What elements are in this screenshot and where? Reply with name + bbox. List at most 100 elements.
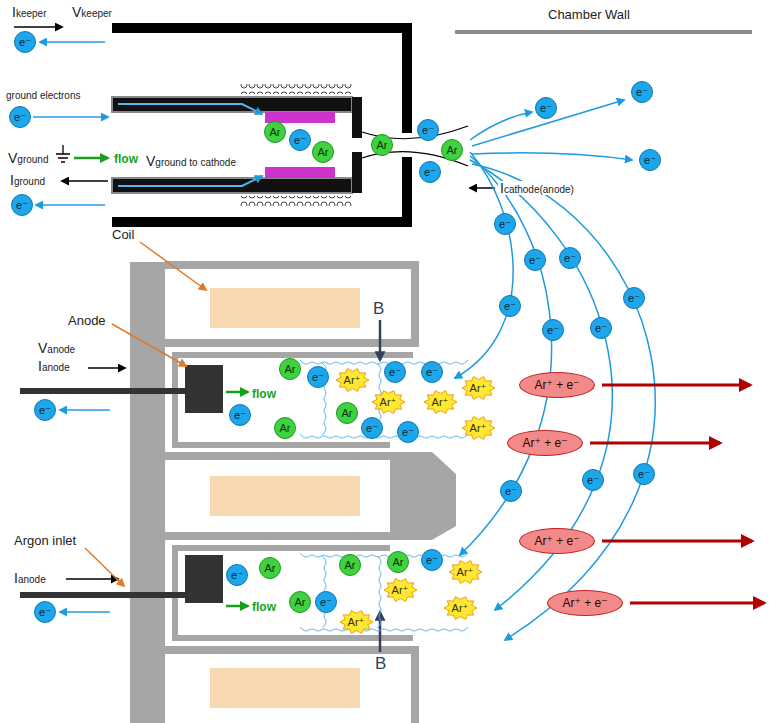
electron-circle: e⁻	[9, 106, 31, 128]
particle-label: e⁻	[636, 87, 648, 98]
particle-label: Ar⁺	[392, 585, 409, 596]
electron-arrow	[40, 41, 105, 43]
ion-beam-arrow	[590, 442, 720, 445]
flow-arrow	[226, 605, 248, 608]
burst-shape	[340, 611, 373, 634]
particle-label: e⁻	[426, 555, 438, 566]
current-arrow	[88, 367, 125, 369]
ion-electron-pair: Ar⁺ + e⁻	[519, 372, 595, 398]
ion-beam-arrow	[590, 385, 764, 603]
flow-label: flow	[252, 598, 276, 614]
hollow-cathode	[352, 97, 362, 138]
particle-label: e⁻	[320, 597, 332, 608]
particle-label: e⁻	[402, 427, 414, 438]
thruster-body	[165, 265, 415, 343]
argon-ion-burst: Ar⁺	[448, 559, 483, 585]
leader-line	[112, 324, 186, 366]
ion-electron-pair: Ar⁺ + e⁻	[547, 590, 623, 616]
flow-arrow	[226, 391, 248, 394]
plasma-boundary	[300, 360, 468, 631]
electron-circle: e⁻	[421, 549, 443, 571]
voltage-label: Vground	[8, 151, 48, 165]
plasma-boundary	[300, 553, 468, 557]
argon-ion-burst: Ar⁺	[423, 389, 458, 415]
particle-label: e⁻	[587, 475, 599, 486]
leader-line	[140, 242, 206, 290]
electron-circle: e⁻	[226, 564, 248, 586]
current-arrow	[62, 180, 108, 182]
current-label: Ikeeper	[12, 5, 46, 19]
current-arrow	[14, 27, 495, 579]
current-arrow	[66, 578, 118, 580]
electron-arrow	[118, 104, 262, 114]
current-label: Iground	[10, 172, 45, 188]
chamber-wall	[455, 30, 752, 34]
burst-shape	[449, 561, 482, 584]
particle-label: e⁻	[499, 219, 511, 230]
argon-atom: Ar	[312, 141, 334, 163]
voltage-label: Vanode	[38, 340, 75, 356]
hollow-cathode	[112, 28, 468, 222]
thruster-body	[165, 650, 415, 723]
argon-atom: Ar	[264, 121, 286, 143]
particle-label: Ar	[318, 147, 329, 158]
argon-ion-burst: Ar⁺	[461, 375, 496, 401]
electron-circle: e⁻	[397, 421, 419, 443]
particle-label: Ar	[377, 140, 388, 151]
flow-arrow	[74, 157, 108, 160]
particle-label: Ar	[270, 127, 281, 138]
anode	[20, 592, 185, 598]
particle-label: e⁻	[234, 410, 246, 421]
particle-label: e⁻	[39, 607, 51, 618]
argon-atom: Ar	[336, 402, 358, 424]
thruster-body	[130, 262, 456, 723]
burst-shape	[424, 391, 457, 414]
flow-label: flow	[114, 153, 138, 165]
argon-ion-burst: Ar⁺	[443, 595, 478, 621]
ion-beam-arrow	[602, 384, 750, 387]
plasma-boundary	[300, 434, 468, 438]
particle-label: e⁻	[14, 112, 26, 123]
anode	[185, 365, 223, 413]
ion-electron-pair: Ar⁺ + e⁻	[507, 430, 583, 456]
voltage-label: Vkeeper	[72, 4, 112, 20]
magnetic-field-arrow	[379, 320, 382, 360]
current-label: Ianode	[38, 358, 70, 374]
particle-label: e⁻	[504, 301, 516, 312]
particle-label: e⁻	[628, 293, 640, 304]
particle-label: e⁻	[39, 405, 51, 416]
part-label: Argon inlet	[14, 532, 76, 548]
electron-circle: e⁻	[500, 480, 522, 502]
plasma-boundary	[377, 556, 381, 628]
current-arrow	[14, 26, 62, 28]
voltage-label: Vanode	[38, 341, 75, 355]
argon-ion-burst: Ar⁺	[371, 389, 406, 415]
flow-label: flow	[252, 385, 276, 401]
current-label: Icathode(anode)	[498, 181, 576, 195]
anode	[20, 388, 185, 394]
electron-trajectory	[472, 100, 624, 146]
chamber-wall	[455, 32, 752, 33]
hollow-cathode	[265, 167, 335, 178]
particle-label: Ar	[265, 563, 276, 574]
ground-symbol	[56, 145, 70, 162]
particle-label: Ar⁺	[380, 397, 397, 408]
thruster-body	[175, 355, 413, 445]
particle-label: Ar⁺ + e⁻	[562, 597, 607, 609]
burst-shape	[462, 377, 495, 400]
argon-atom: Ar	[339, 554, 361, 576]
particle-label: e⁻	[19, 37, 31, 48]
particle-label: Ar⁺ + e⁻	[522, 437, 567, 449]
hollow-cathode	[240, 196, 352, 206]
flow-label: flow	[114, 150, 138, 166]
field-label: B	[373, 300, 384, 317]
current-label: Icathode(anode)	[498, 180, 576, 196]
electron-circle: e⁻	[494, 213, 516, 235]
particle-label: e⁻	[547, 325, 559, 336]
particle-label: e⁻	[529, 255, 541, 266]
thruster-body	[130, 262, 165, 723]
burst-shape	[444, 597, 477, 620]
electron-circle: e⁻	[590, 317, 612, 339]
